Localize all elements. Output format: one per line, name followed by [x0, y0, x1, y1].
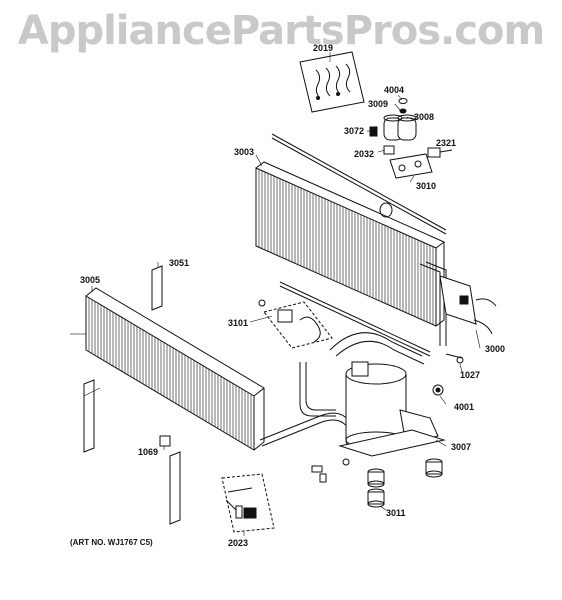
callout-2023: 2023 — [228, 538, 249, 548]
connector-2321 — [427, 147, 453, 158]
wire-harness-2019 — [299, 51, 365, 113]
callout-1069: 1069 — [138, 447, 159, 457]
compressor-3007 — [338, 361, 446, 457]
watermark: AppliancePartsPros.com — [17, 8, 545, 54]
clip-3072 — [369, 126, 378, 137]
callout-2321: 2321 — [436, 138, 457, 148]
callout-3009: 3009 — [368, 99, 389, 109]
art-number: (ART NO. WJ1767 C5) — [70, 538, 153, 547]
callout-3072: 3072 — [344, 126, 365, 136]
leader-lines — [70, 52, 481, 536]
clip-1069 — [159, 435, 171, 447]
callout-3011: 3011 — [386, 508, 406, 518]
callout-3003: 3003 — [234, 147, 255, 157]
callout-3005: 3005 — [80, 275, 101, 285]
grommet-4001 — [432, 384, 444, 396]
callout-3007: 3007 — [451, 442, 472, 452]
callout-4004: 4004 — [384, 85, 405, 95]
capacitor-assembly-3008 — [383, 98, 417, 141]
upper-coil-3003 — [255, 161, 445, 327]
screw-1027 — [445, 353, 464, 364]
side-bracket-3051 — [151, 265, 163, 311]
overload-cover-3000 — [439, 275, 497, 335]
top-strip — [271, 133, 447, 235]
valve-assembly-3101 — [258, 299, 333, 349]
callout-3101: 3101 — [228, 318, 249, 328]
part-2032 — [383, 145, 395, 155]
bracket-3010 — [389, 153, 433, 179]
lower-coil-3005 — [85, 287, 265, 451]
callout-1027: 1027 — [460, 370, 481, 380]
callout-3000: 3000 — [485, 344, 506, 354]
side-bracket-left — [83, 379, 95, 453]
grommet-set-3011 — [367, 458, 443, 508]
side-bracket-bottom — [169, 451, 181, 525]
callout-2032: 2032 — [354, 149, 375, 159]
callout-4001: 4001 — [454, 402, 475, 412]
callout-2019: 2019 — [313, 43, 334, 53]
kit-2023 — [221, 473, 275, 533]
small-fittings — [311, 458, 350, 483]
callout-3051: 3051 — [169, 258, 190, 268]
callout-3010: 3010 — [416, 181, 437, 191]
callout-3008: 3008 — [414, 112, 435, 122]
